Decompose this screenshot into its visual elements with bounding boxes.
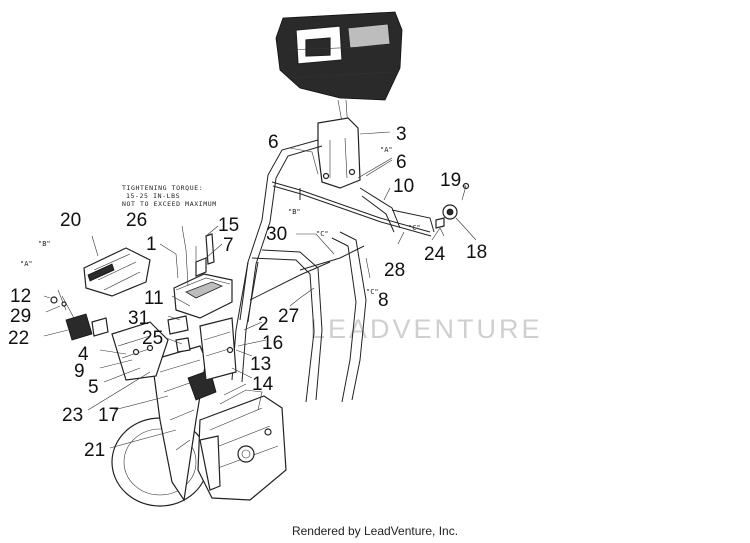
callout-13: 13	[250, 354, 271, 375]
footer-credit: Rendered by LeadVenture, Inc.	[291, 524, 459, 538]
callout-6: 6	[268, 132, 279, 153]
callout-1: 1	[146, 234, 157, 255]
callout-11: 11	[144, 288, 164, 309]
callout-7: 7	[223, 235, 234, 256]
torque-note-line: 15-25 IN-LBS	[126, 192, 180, 200]
control-rods-part	[249, 181, 435, 301]
chute-deflector-part	[83, 247, 151, 297]
callout-18: 18	[466, 242, 487, 263]
belt-cover-part	[173, 233, 233, 319]
ref-label: "C"	[316, 230, 329, 238]
chute-base-plate-part	[111, 321, 169, 381]
ref-label: "A"	[20, 260, 33, 268]
callout-29: 29	[10, 306, 31, 327]
ref-label: "A"	[380, 146, 393, 154]
callout-4: 4	[78, 344, 89, 365]
callout-28: 28	[384, 260, 405, 281]
ref-label: "B"	[288, 208, 301, 216]
shift-bracket-part	[317, 99, 361, 189]
ref-label: "C"	[408, 224, 421, 232]
ref-label: "B"	[38, 240, 51, 248]
callout-14: 14	[252, 374, 274, 395]
callout-22: 22	[8, 328, 29, 349]
callout-26: 26	[126, 210, 147, 231]
callout-2: 2	[258, 314, 269, 335]
chute-control-part	[50, 289, 109, 341]
callout-5: 5	[88, 377, 99, 398]
callout-23: 23	[62, 405, 83, 426]
callout-20: 20	[60, 210, 81, 231]
callout-19: 19	[440, 170, 461, 191]
callout-16: 16	[262, 333, 283, 354]
watermark-text: LEADVENTURE	[310, 314, 543, 344]
callout-30: 30	[266, 224, 287, 245]
callout-17: 17	[98, 405, 119, 426]
callout-31: 31	[128, 308, 149, 329]
callout-9: 9	[74, 361, 85, 382]
center-bracket-part	[167, 315, 237, 381]
callout-10: 10	[393, 176, 414, 197]
callout-8: 8	[378, 290, 389, 311]
callout-6: 6	[396, 152, 407, 173]
torque-note-line: NOT TO EXCEED MAXIMUM	[122, 200, 217, 208]
ref-label: "C"	[366, 288, 379, 296]
callout-25: 25	[142, 328, 163, 349]
chute-crank-pivot-part	[435, 182, 470, 237]
callout-21: 21	[84, 440, 105, 461]
callout-3: 3	[396, 124, 407, 145]
callout-15: 15	[218, 215, 239, 236]
leader-lines	[43, 131, 477, 449]
control-panel-part	[275, 11, 403, 101]
callout-27: 27	[278, 306, 299, 327]
torque-note-line: TIGHTENING TORQUE:	[122, 184, 203, 192]
callout-12: 12	[10, 286, 31, 307]
callout-24: 24	[424, 244, 446, 265]
